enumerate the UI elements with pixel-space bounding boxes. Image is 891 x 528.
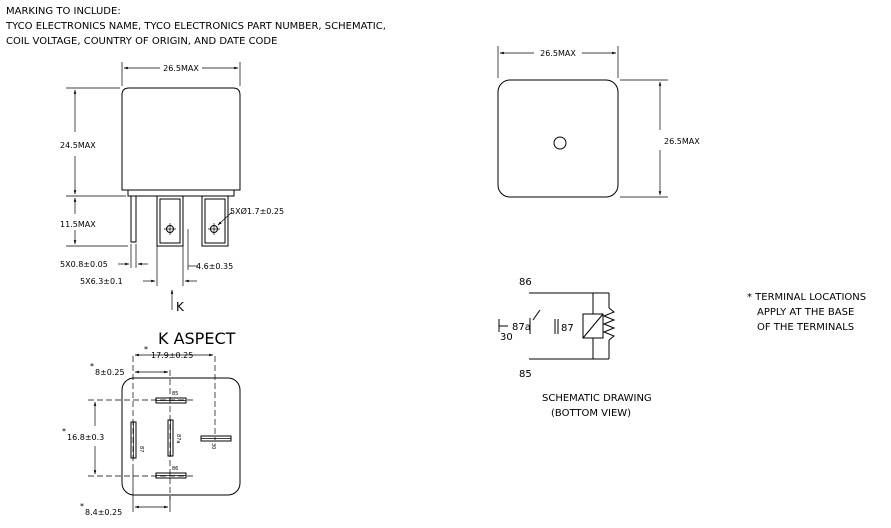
pin-87-label: 87 [138,446,144,452]
side-hole-dim: 5XØ1.7±0.25 [230,206,284,216]
schematic-coil [582,313,604,339]
k-dim-8-4: 8.4±0.25 [85,508,122,517]
schematic-caption-1: SCHEMATIC DRAWING [542,393,652,404]
view-arrow-label: K [176,300,185,314]
side-view: 26.5MAX 24.5MAX 11.5MAX 5XØ1.7±0.25 5X0.… [60,62,284,314]
top-view-center-hole [553,136,567,150]
terminal-left-inner [159,198,181,244]
k-asterisk-2: * [90,362,94,371]
pin-87a-label: 87a [175,434,181,443]
marking-line-1: MARKING TO INCLUDE: [6,6,121,17]
side-terminal-dim: 11.5MAX [60,220,96,229]
pin-30-label: 30 [210,443,216,449]
schematic-caption-2: (BOTTOM VIEW) [551,408,631,419]
side-height-dim: 24.5MAX [60,141,96,150]
terminal-right [201,195,229,247]
schematic-pin-87a: 87a [512,322,531,333]
top-width-dim: 26.5MAX [540,49,576,58]
k-aspect-view: K ASPECT 85 87 87a 30 86 * 17.9±0.25 * 8… [62,329,241,517]
side-hole-offset-dim: 4.6±0.35 [196,262,233,271]
schematic-resistor [602,307,616,341]
schematic-pin-86: 86 [519,277,532,288]
k-aspect-outline [121,377,241,496]
k-aspect-title: K ASPECT [158,329,236,348]
top-view: 26.5MAX 26.5MAX [497,46,700,198]
k-dim-16-8: 16.8±0.3 [67,433,104,442]
relay-base [127,189,235,197]
k-asterisk-4: * [80,502,84,511]
schematic-pin-30: 30 [500,332,513,343]
terminal-left-edge [130,195,137,243]
schematic-pin-85: 85 [519,369,532,380]
terminal-right-inner [204,198,226,244]
marking-line-3: COIL VOLTAGE, COUNTRY OF ORIGIN, AND DAT… [6,36,277,47]
top-view-outline [497,79,619,198]
schematic-pin-87: 87 [561,323,574,334]
k-asterisk-1: * [144,345,148,354]
relay-body-outline [121,87,241,191]
schematic-view: 86 85 30 87a 87 SCHEMATIC DRAWING (BOTTO… [498,277,652,419]
note-line-2: APPLY AT THE BASE [757,307,854,318]
k-dim-17-9: 17.9±0.25 [151,351,193,360]
k-dim-8: 8±0.25 [95,368,125,377]
note-line-3: OF THE TERMINALS [757,322,854,333]
note-line-1: * TERMINAL LOCATIONS [747,292,866,303]
k-asterisk-3: * [62,427,66,436]
marking-line-2: TYCO ELECTRONICS NAME, TYCO ELECTRONICS … [5,21,386,32]
terminal-left [156,195,184,247]
pin-86-label: 86 [172,466,178,472]
top-height-dim: 26.5MAX [664,137,700,146]
marking-note: MARKING TO INCLUDE: TYCO ELECTRONICS NAM… [5,6,386,47]
side-term-thickness-dim: 5X0.8±0.05 [60,260,108,269]
terminal-note: * TERMINAL LOCATIONS APPLY AT THE BASE O… [747,292,866,333]
side-width-dim: 26.5MAX [163,64,199,73]
side-term-width-dim: 5X6.3±0.1 [80,277,123,286]
pin-85-label: 85 [172,391,178,397]
